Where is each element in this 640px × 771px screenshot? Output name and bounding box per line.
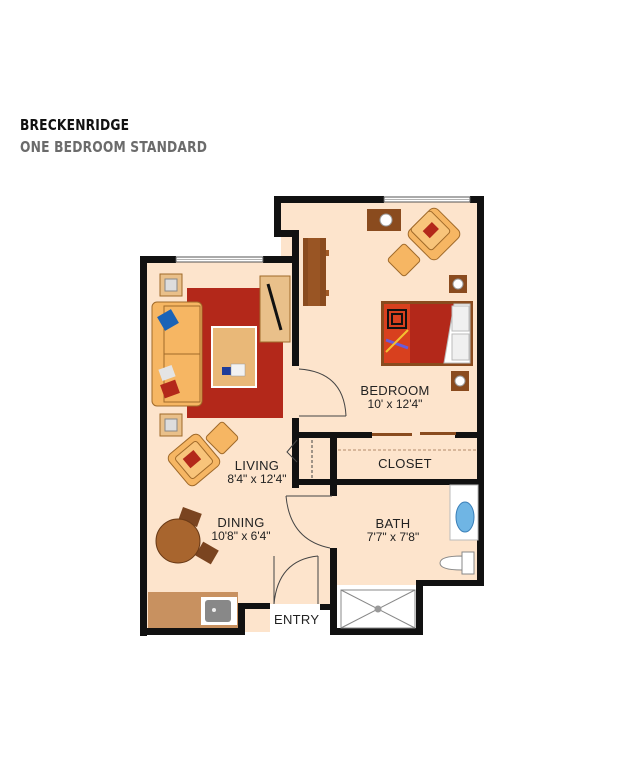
dining-furniture [148, 507, 238, 628]
floorplan-subtitle: ONE BEDROOM STANDARD [20, 138, 208, 156]
room-dimensions: 10' x 12'4" [367, 396, 423, 411]
floorplan-title: BRECKENRIDGE [20, 116, 130, 134]
room-name: CLOSET [378, 456, 432, 471]
windows [175, 196, 471, 263]
living-furniture [151, 273, 291, 487]
room-dimensions: 10'8" x 6'4" [211, 528, 271, 543]
room-name: DINING [217, 515, 265, 530]
bedroom-furniture [303, 207, 473, 391]
room-label-dining: DINING 10'8" x 6'4" [196, 516, 286, 542]
room-name: BATH [375, 516, 411, 531]
bath-fixtures [340, 484, 479, 629]
doors [273, 368, 478, 605]
room-label-living: LIVING 8'4" x 12'4" [212, 459, 302, 485]
room-label-closet: CLOSET [360, 457, 450, 471]
room-dimensions: 8'4" x 12'4" [227, 471, 287, 486]
room-dimensions: 7'7" x 7'8" [366, 529, 420, 544]
room-name: LIVING [234, 458, 280, 473]
walls [140, 196, 484, 636]
room-label-bedroom: BEDROOM 10' x 12'4" [340, 384, 450, 410]
room-label-bath: BATH 7'7" x 7'8" [348, 517, 438, 543]
room-name: BEDROOM [360, 383, 430, 398]
entry-label: ENTRY [274, 612, 320, 627]
